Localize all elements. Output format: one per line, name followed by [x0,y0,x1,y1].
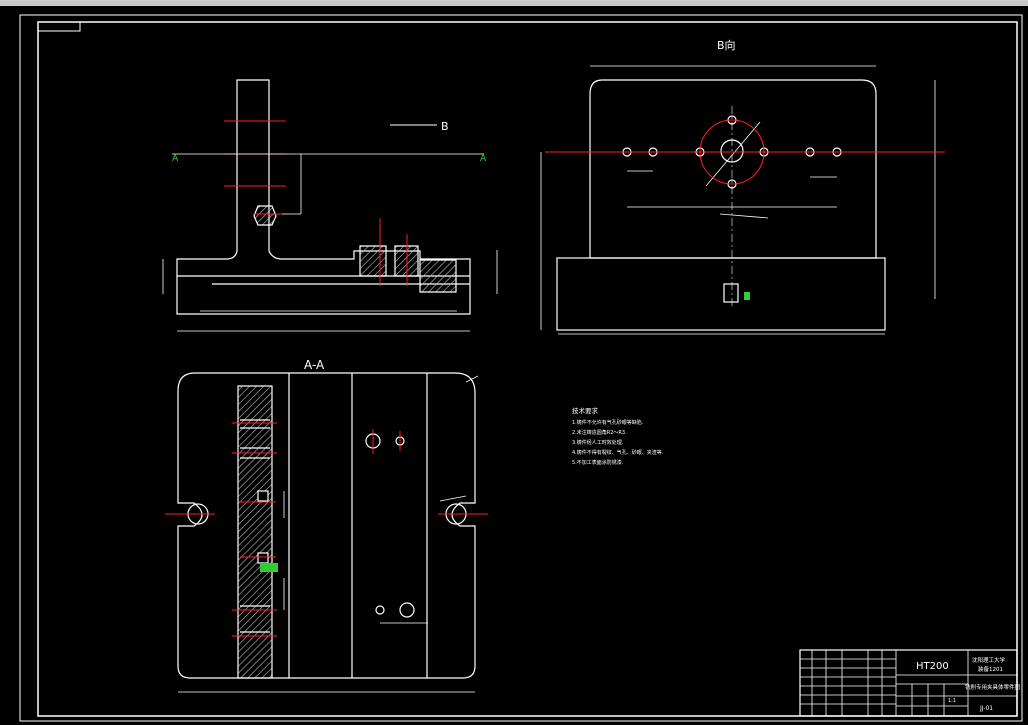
drawing-number-label: JJ-01 [979,705,993,712]
note-line-3: 3.铸件经人工时效处理. [572,439,624,446]
drawing-name-label: 铣削专用夹具体零件图 [965,683,1021,691]
note-line-1: 1.铸件不允许有气孔砂眼等缺陷. [572,419,644,426]
green-marker [744,292,750,300]
note-line-5: 5.不加工表面涂防锈漆. [572,459,624,466]
section-mark-left: A [172,154,179,164]
note-line-4: 4.铸件不得有裂纹、气孔、砂眼、夹渣等. [572,449,664,456]
window-title-bar [0,0,1028,6]
school-label: 沈阳理工大学 [972,656,1006,664]
side-view-title: B向 [717,38,736,52]
inner-border [37,21,1018,717]
note-line-2: 2.未注铸造圆角R2～R3. [572,429,627,436]
material-label: HT200 [916,661,949,672]
section-view-centerlines [165,422,488,637]
section-view [177,372,479,693]
section-mark-right: A [480,154,487,164]
drawing-number-box [37,21,81,32]
class-label: 装备1201 [978,665,1003,673]
front-view-centerlines [224,120,408,286]
outer-border [19,14,1023,722]
green-highlight-block [260,563,278,572]
title-block [799,649,1018,717]
front-view [162,79,498,332]
scale-label: 1:1 [948,698,956,704]
side-view [540,65,936,335]
cad-drawing-canvas[interactable]: B A A B向 [0,6,1028,725]
view-direction-arrow-label: B [441,120,449,133]
side-view-centerlines [545,119,945,185]
section-view-title: A-A [304,358,325,372]
notes-title: 技术要求 [572,406,599,415]
technical-notes: 技术要求 1.铸件不允许有气孔砂眼等缺陷. 2.未注铸造圆角R2～R3. 3.铸… [572,406,664,466]
